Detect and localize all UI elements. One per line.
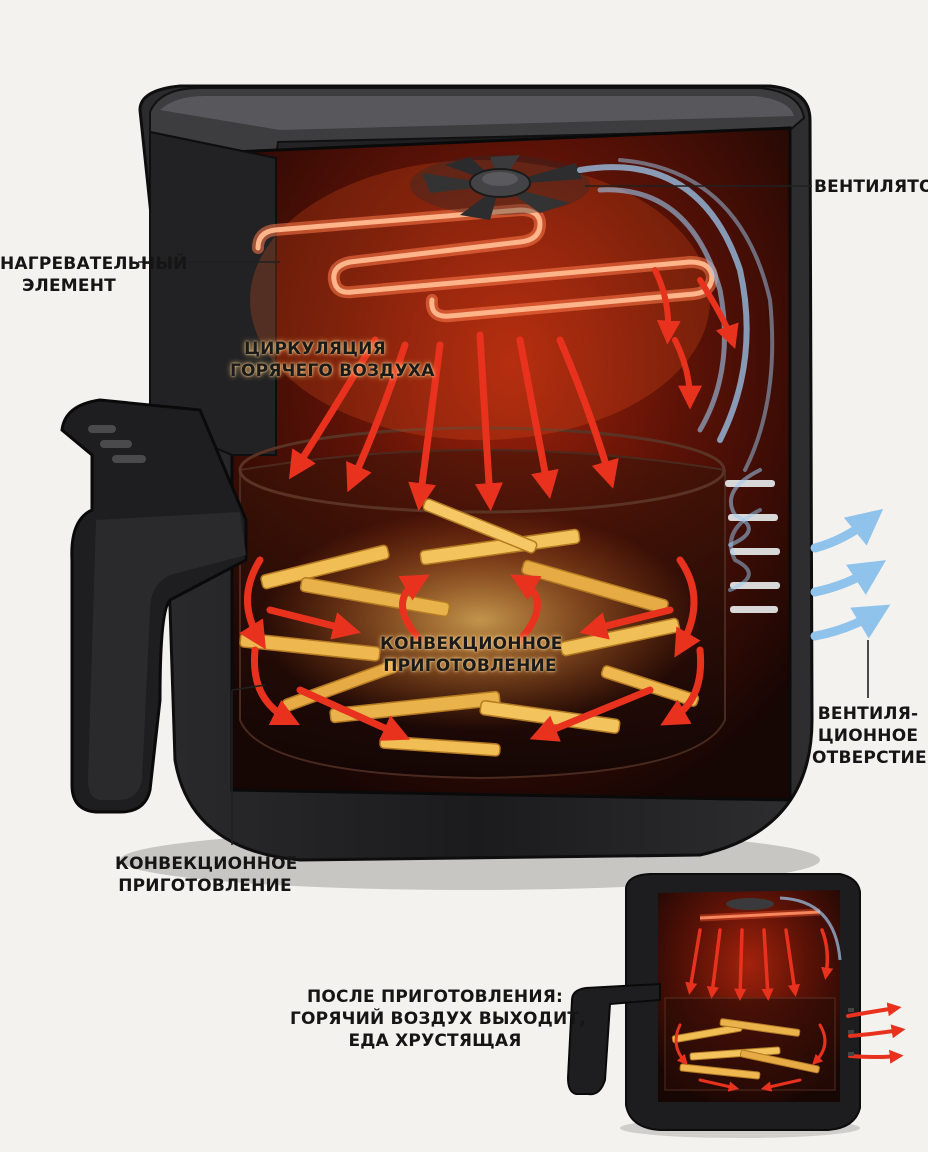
heating-element-label: НАГРЕВАТЕЛЬНЫЙ ЭЛЕМЕНТ	[0, 254, 188, 296]
convection-bottom-label: КОНВЕКЦИОННОЕ ПРИГОТОВЛЕНИЕ	[115, 854, 298, 896]
fan-label: ВЕНТИЛЯТОР	[814, 177, 928, 197]
small-air-fryer	[566, 873, 906, 1138]
fan-icon	[410, 155, 590, 220]
leader-lines	[138, 185, 869, 845]
hot-air-circulation-label: ЦИРКУЛЯЦИЯ ГОРЯЧЕГО ВОЗДУХА	[230, 339, 435, 381]
after-cooking-label: ПОСЛЕ ПРИГОТОВЛЕНИЯ: ГОРЯЧИЙ ВОЗДУХ ВЫХО…	[290, 987, 586, 1051]
cool-air-arrow-icon	[810, 508, 891, 641]
hot-air-downflow	[288, 331, 619, 512]
hot-air-arrow-icon	[652, 267, 739, 410]
heating-coil-icon	[252, 203, 719, 323]
convection-arrows	[239, 556, 705, 742]
convection-center-label: КОНВЕКЦИОННОЕ ПРИГОТОВЛЕНИЕ	[380, 634, 563, 676]
cool-air-flow	[577, 158, 775, 592]
vent-label: ВЕНТИЛЯ- ЦИОННОЕ ОТВЕРСТИЕ	[812, 704, 927, 768]
